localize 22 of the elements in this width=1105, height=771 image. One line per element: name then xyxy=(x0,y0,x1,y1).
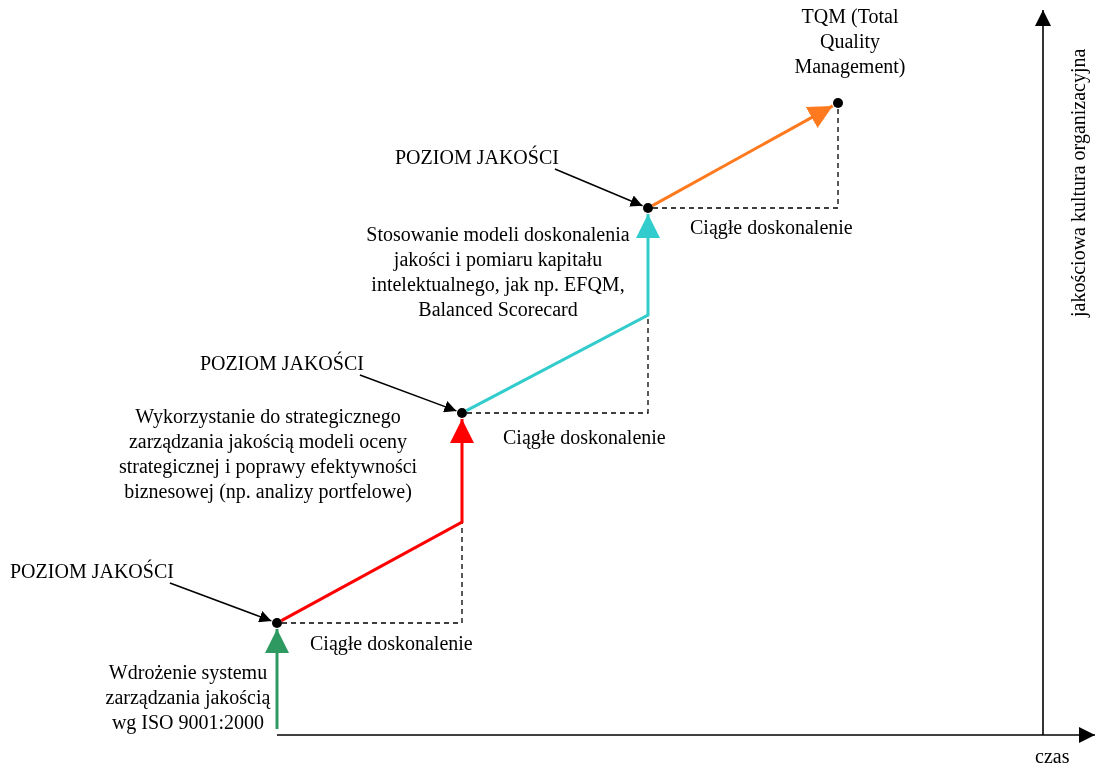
step-label: Ciągłe doskonalenie xyxy=(310,631,473,656)
description-text: Wdrożenie systemu zarządzania jakością wg ISO 9001:2000 xyxy=(104,660,272,735)
description-text: TQM (Total Quality Management) xyxy=(793,4,907,79)
point-dot xyxy=(457,408,467,418)
point-dot xyxy=(272,618,282,628)
step-arrow xyxy=(465,214,660,413)
point-dot xyxy=(833,98,843,108)
step-arrow xyxy=(265,629,289,729)
step-label: Ciągłe doskonalenie xyxy=(503,425,666,450)
description-text: Wykorzystanie do strategicznego zarządzania jakością modeli oceny strategicznej i poprawy efektywności biznesowej (np. analizy portfelowe) xyxy=(117,404,419,504)
leader-arrow xyxy=(554,168,644,207)
point-dot xyxy=(643,203,653,213)
step-arrow xyxy=(280,419,474,622)
level-label: POZIOM JAKOŚCI xyxy=(200,351,364,376)
description-text: Stosowanie modeli doskonalenia jakości i pomiaru kapitału intelektualnego, jak np. EFQM, Balanced Scorecard xyxy=(365,222,631,322)
axis-label: jakościowa kultura organizacyjna xyxy=(1066,47,1091,320)
leader-arrow xyxy=(169,582,273,623)
axis-label: czas xyxy=(1035,744,1070,769)
step-label: Ciągłe doskonalenie xyxy=(690,215,853,240)
level-label: POZIOM JAKOŚCI xyxy=(395,145,559,170)
level-label: POZIOM JAKOŚCI xyxy=(10,559,174,584)
leader-arrow xyxy=(359,374,458,413)
